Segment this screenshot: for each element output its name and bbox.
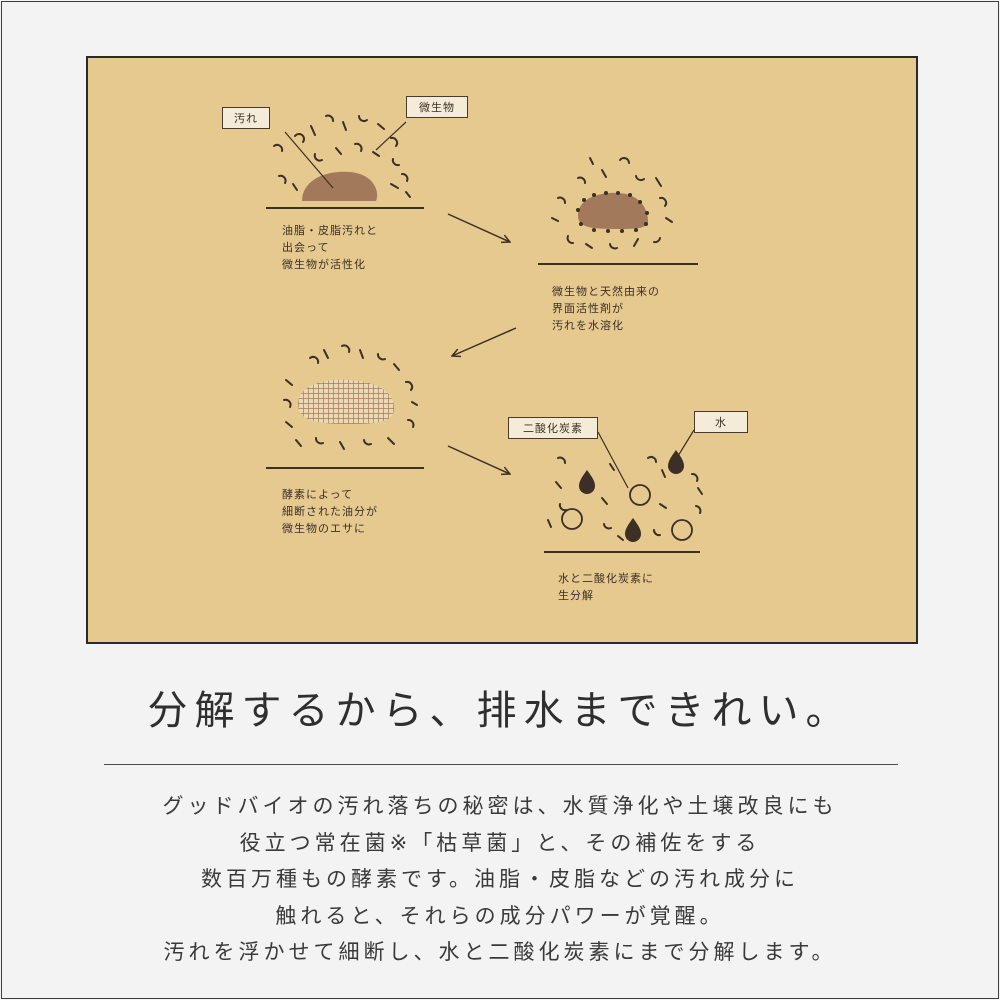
biodegradation-diagram: 汚れ 微生物 二酸化炭素 水 油脂・皮脂汚れと 出会って 微生物が活性化 微生物… xyxy=(86,56,918,644)
dirt-label-pointer xyxy=(284,131,334,189)
caption-step2: 微生物と天然由来の 界面活性剤が 汚れを水溶化 xyxy=(552,285,660,332)
stage-4-illustration xyxy=(544,429,703,553)
description-line: 数百万種もの酵素です。油脂・皮脂などの汚れ成分に xyxy=(201,867,799,892)
microbe-marks xyxy=(547,456,703,541)
description-line: 触れると、それらの成分パワーが覚醒。 xyxy=(275,903,725,928)
surfactant-dots xyxy=(576,191,649,233)
arrow-step1-to-step2 xyxy=(447,213,510,242)
label-dirt: 汚れ xyxy=(222,107,270,129)
caption-step3: 酵素によって 細断された油分が 微生物のエサに xyxy=(282,488,378,535)
co2-bubbles xyxy=(561,484,693,541)
microbe-label-pointer xyxy=(375,121,407,151)
water-drops xyxy=(579,450,684,542)
caption-step4: 水と二酸化炭素に 生分解 xyxy=(558,572,654,602)
label-co2: 二酸化炭素 xyxy=(508,417,598,439)
label-microbe: 微生物 xyxy=(406,96,468,118)
description-line: 汚れを浮かせて細断し、水と二酸化炭素にまで分解します。 xyxy=(163,940,837,965)
dirt-blob xyxy=(302,171,378,201)
water-label-pointer xyxy=(677,429,695,457)
description-line: グッドバイオの汚れ落ちの秘密は、水質浄化や土壌改良にも xyxy=(162,794,838,818)
co2-label-pointer xyxy=(597,431,629,489)
description-line: 役立つ常在菌※「枯草菌」と、その補佐をする xyxy=(239,830,761,855)
microbe-marks xyxy=(283,344,418,450)
stage-2-illustration xyxy=(538,157,698,265)
microbe-marks xyxy=(551,157,673,250)
label-water: 水 xyxy=(694,411,748,433)
stage-3-illustration xyxy=(266,344,424,469)
microbe-marks xyxy=(273,114,411,198)
diagram-illustration xyxy=(266,114,703,553)
divider xyxy=(104,764,898,765)
headline: 分解するから、排水まできれい。 xyxy=(147,688,853,734)
description-text: グッドバイオの汚れ落ちの秘密は、水質浄化や土壌改良にも 役立つ常在菌※「枯草菌」… xyxy=(0,788,1000,971)
arrow-step3-to-step4 xyxy=(447,445,510,474)
stage-1-illustration xyxy=(266,114,424,209)
dirt-blob-fragmented xyxy=(298,379,394,424)
dirt-blob-surfactant xyxy=(578,192,648,229)
caption-step1: 油脂・皮脂汚れと 出会って 微生物が活性化 xyxy=(282,224,378,271)
arrow-step2-to-step3 xyxy=(452,327,517,356)
